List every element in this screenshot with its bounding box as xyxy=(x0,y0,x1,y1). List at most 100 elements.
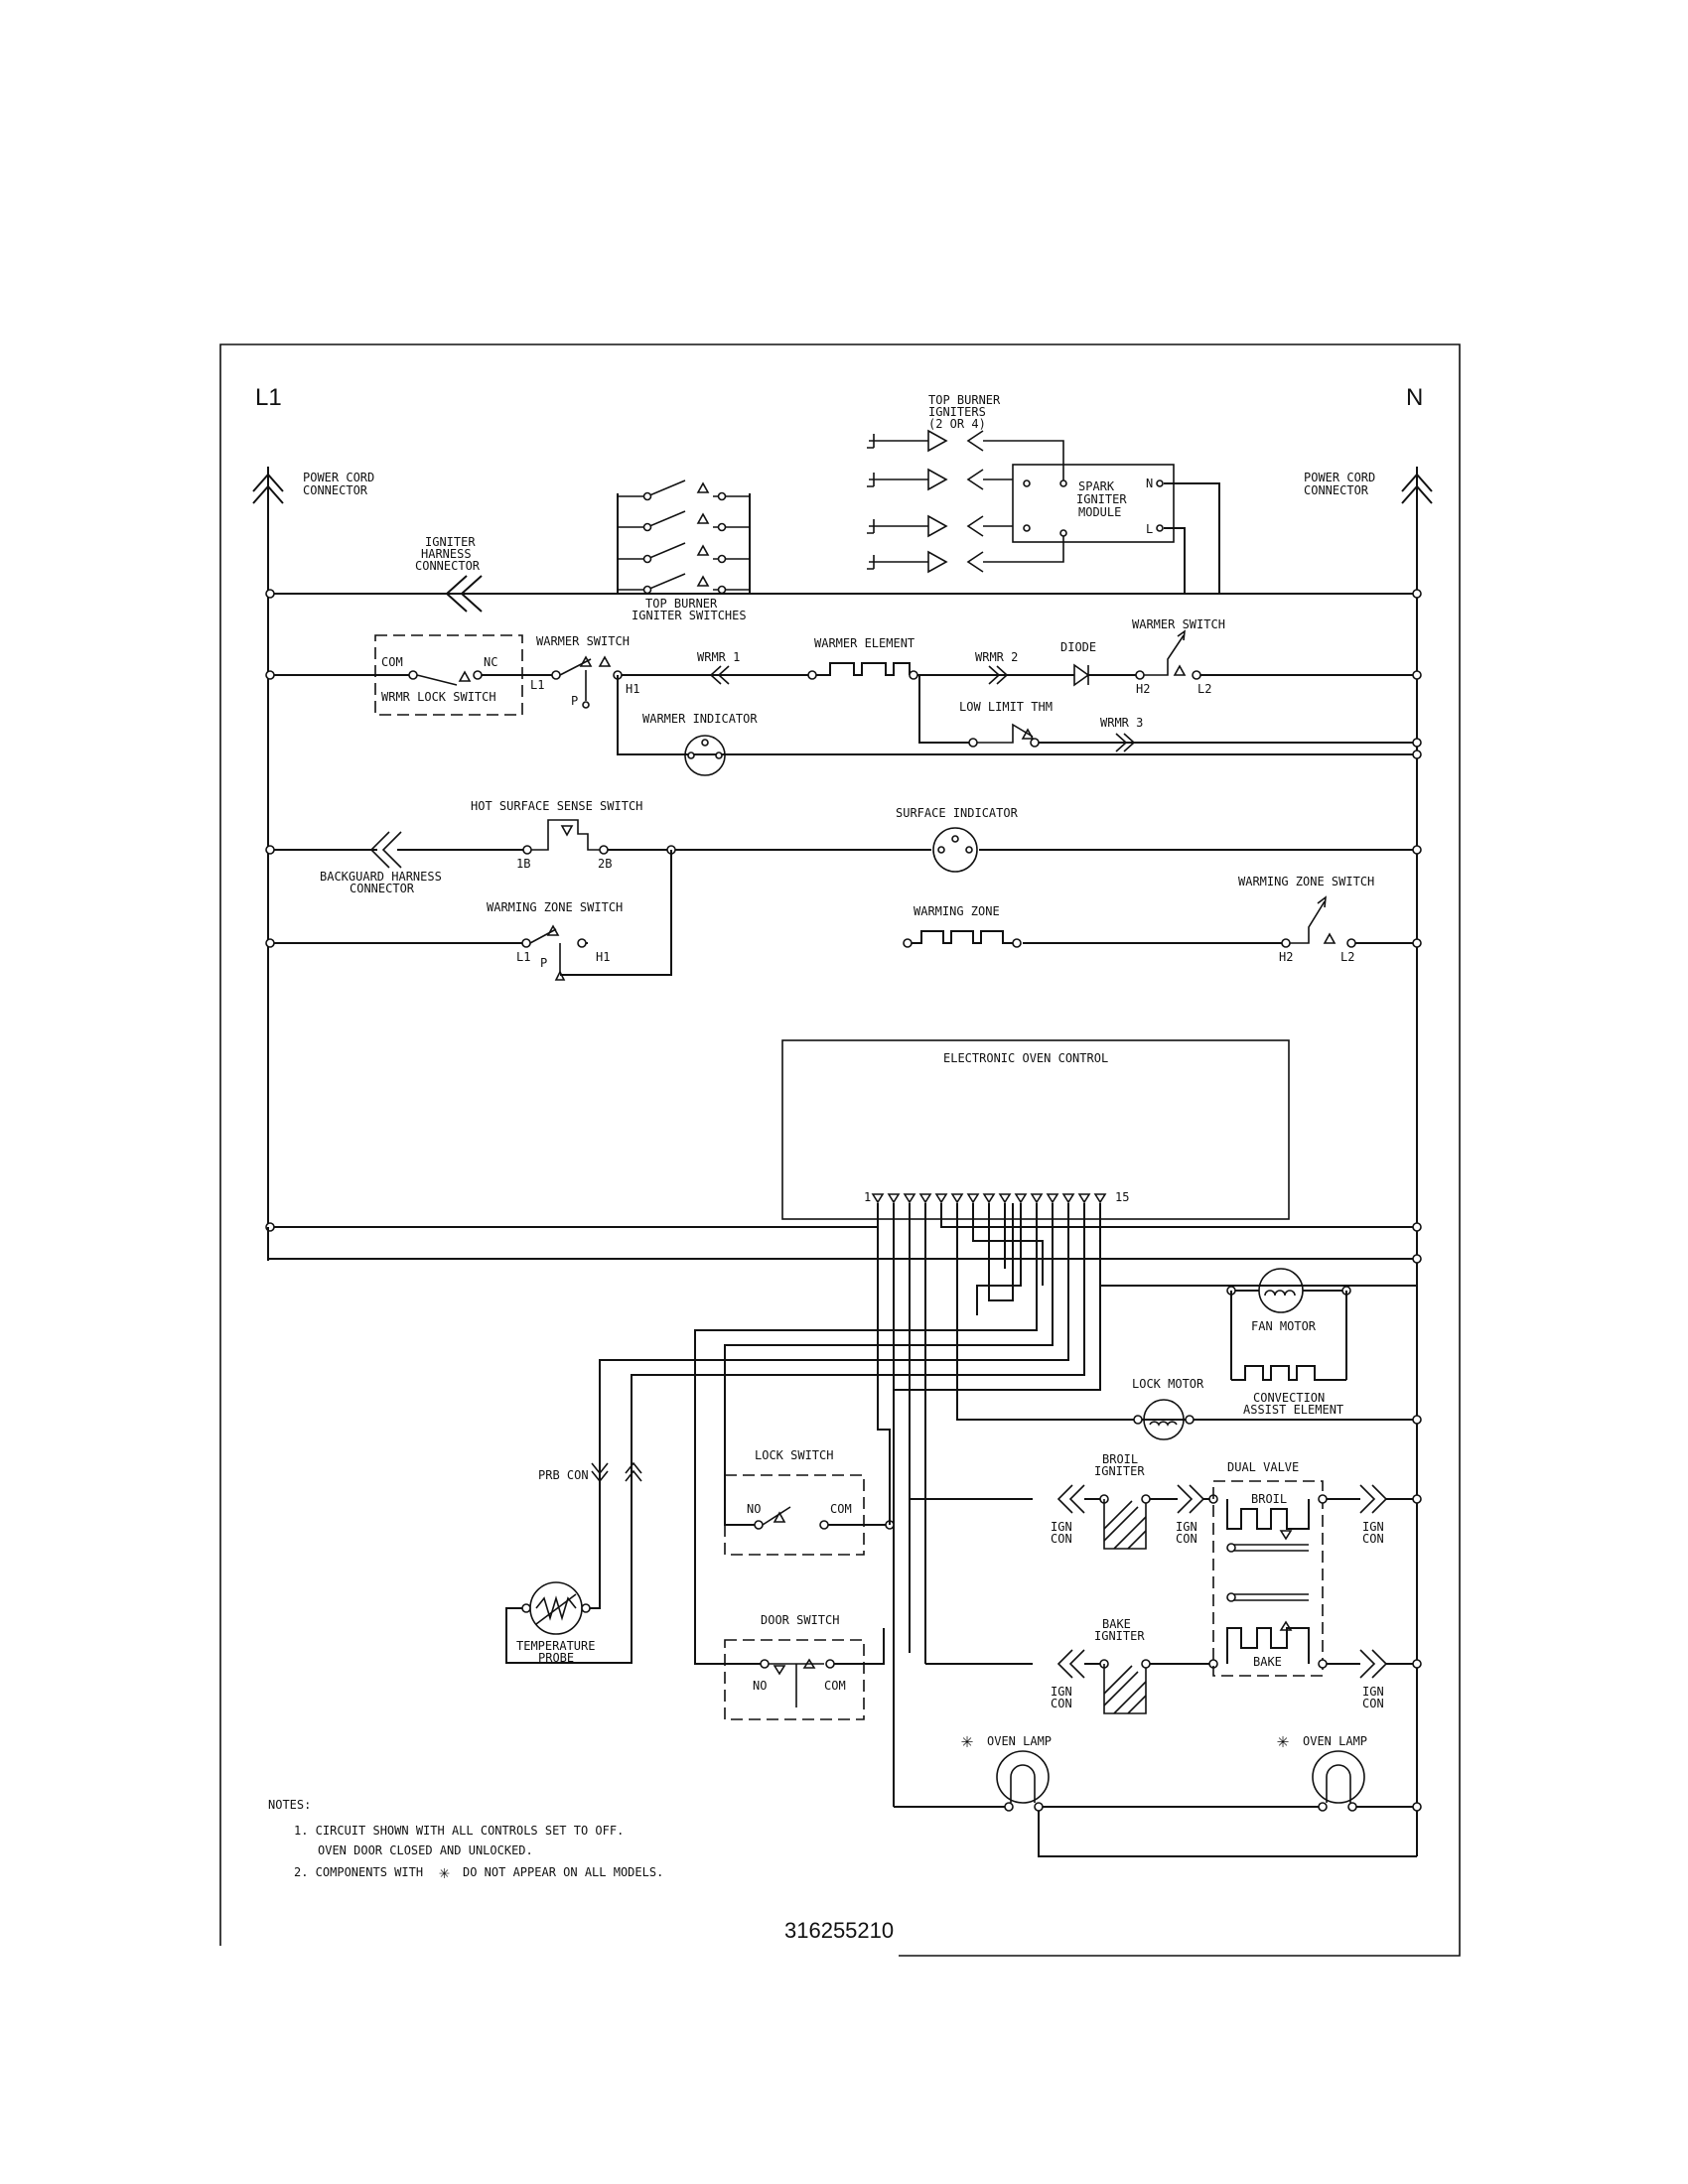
low-limit-label: LOW LIMIT THM xyxy=(959,700,1053,714)
bake-ign-con-right: IGN xyxy=(1362,1685,1384,1699)
note-2b: DO NOT APPEAR ON ALL MODELS. xyxy=(463,1865,663,1879)
lock-switch-no-label: NO xyxy=(747,1502,761,1516)
bake-igniter-label: BAKE xyxy=(1102,1617,1131,1631)
lock-motor-label: LOCK MOTOR xyxy=(1132,1377,1204,1391)
top-burner-switches-label-2: IGNITER SWITCHES xyxy=(632,609,747,622)
warming-zone-switch-left-label: WARMING ZONE SWITCH xyxy=(487,900,623,914)
warming-zone-switch-left xyxy=(521,850,672,981)
bake-ign-con-left-2: CON xyxy=(1051,1697,1072,1710)
backguard-label-2: CONNECTOR xyxy=(350,882,415,895)
power-cord-left-label-2: CONNECTOR xyxy=(303,483,368,497)
wrmr1-label: WRMR 1 xyxy=(697,650,740,664)
notes: NOTES: 1. CIRCUIT SHOWN WITH ALL CONTROL… xyxy=(268,1798,663,1883)
warmer-indicator-label: WARMER INDICATOR xyxy=(642,712,758,726)
door-switch-com-label: COM xyxy=(824,1679,846,1693)
convection-label-2: ASSIST ELEMENT xyxy=(1243,1403,1343,1417)
surface-indicator xyxy=(932,827,978,873)
lock-switch xyxy=(724,1203,895,1556)
power-cord-left-label: POWER CORD xyxy=(303,471,374,484)
wrmr-lock-switch-label: WRMR LOCK SWITCH xyxy=(381,690,496,704)
surface-indicator-label: SURFACE INDICATOR xyxy=(896,806,1019,820)
wrmr2-label: WRMR 2 xyxy=(975,650,1018,664)
hot-surface-sense-switch xyxy=(522,819,609,855)
broil-igniter-label-2: IGNITER xyxy=(1094,1464,1145,1478)
nc-label: NC xyxy=(484,655,497,669)
broil-label: BROIL xyxy=(1251,1492,1287,1506)
warmer-indicator xyxy=(684,735,726,776)
oven-lamp-right-label: OVEN LAMP xyxy=(1303,1734,1367,1748)
bake-label: BAKE xyxy=(1253,1655,1282,1669)
wrmr-lock-switch xyxy=(374,634,523,716)
convection-label: CONVECTION xyxy=(1253,1391,1325,1405)
hot-surface-2b-label: 2B xyxy=(598,857,612,871)
warmer-switch-right xyxy=(1135,629,1201,680)
convection-element xyxy=(1231,1365,1346,1381)
spark-n-label: N xyxy=(1146,477,1153,490)
warming-zone xyxy=(903,930,1022,948)
warmer-switch-right-label: WARMER SWITCH xyxy=(1132,617,1225,631)
diode-label: DIODE xyxy=(1060,640,1096,654)
oven-lamp-right-asterisk: ✳ xyxy=(1277,1728,1289,1752)
bake-ign-con-right-2: CON xyxy=(1362,1697,1384,1710)
warmer-switch-right-h2-label: H2 xyxy=(1136,682,1150,696)
broil-ign-con-mid-2: CON xyxy=(1176,1532,1197,1546)
eoc-label: ELECTRONIC OVEN CONTROL xyxy=(943,1051,1108,1065)
warmer-element-label: WARMER ELEMENT xyxy=(814,636,914,650)
top-burner-switches-label: TOP BURNER xyxy=(645,597,718,611)
power-cord-right-label: POWER CORD xyxy=(1304,471,1375,484)
bake-igniter xyxy=(924,1489,1218,1714)
lock-switch-label: LOCK SWITCH xyxy=(755,1448,833,1462)
bake-igniter-label-2: IGNITER xyxy=(1094,1629,1145,1643)
igniter-harness-label: IGNITER xyxy=(425,535,476,549)
wrmr1-connector xyxy=(709,665,730,685)
lock-switch-com-label: COM xyxy=(830,1502,852,1516)
hot-surface-label: HOT SURFACE SENSE SWITCH xyxy=(471,799,642,813)
surface-row xyxy=(265,831,1422,869)
broil-ign-con-right: IGN xyxy=(1362,1520,1384,1534)
warming-zone-label: WARMING ZONE xyxy=(914,904,1000,918)
electronic-oven-control xyxy=(781,1039,1290,1220)
fan-motor xyxy=(1226,1268,1351,1380)
warmer-switch-p-label: P xyxy=(571,694,578,708)
spark-module-label-2: IGNITER xyxy=(1076,492,1127,506)
notes-title: NOTES: xyxy=(268,1798,311,1812)
broil-ign-con-mid: IGN xyxy=(1176,1520,1197,1534)
warmer-switch-h1-label: H1 xyxy=(626,682,639,696)
ign-con-right xyxy=(1359,1484,1422,1679)
prb-con-label: PRB CON xyxy=(538,1468,589,1482)
oven-lamp-left-label: OVEN LAMP xyxy=(987,1734,1052,1748)
bake-ign-con-left: IGN xyxy=(1051,1685,1072,1699)
warmer-switch-right-l2-label: L2 xyxy=(1197,682,1211,696)
rail-l1 xyxy=(252,467,284,1261)
rail-n xyxy=(1401,467,1433,1856)
door-switch-label: DOOR SWITCH xyxy=(761,1613,839,1627)
eoc-pin-first-label: 1 xyxy=(864,1190,871,1204)
temp-probe-label: TEMPERATURE xyxy=(516,1639,595,1653)
low-limit-thm xyxy=(919,723,1422,748)
prb-con xyxy=(591,1360,642,1603)
com-label: COM xyxy=(381,655,403,669)
eoc-pin-last-label: 15 xyxy=(1115,1190,1129,1204)
temperature-probe xyxy=(505,1375,633,1664)
broil-igniter xyxy=(910,1484,1218,1550)
rail-l1-label: L1 xyxy=(255,384,282,411)
warmer-switch xyxy=(551,655,1422,759)
warming-zone-switch-left-h1-label: H1 xyxy=(596,950,610,964)
hot-surface-1b-label: 1B xyxy=(516,857,530,871)
broil-ign-con-left: IGN xyxy=(1051,1520,1072,1534)
oven-lamp-left-asterisk: ✳ xyxy=(961,1728,973,1752)
eoc-terminals xyxy=(871,1193,1107,1204)
warmer-switch-l1-label: L1 xyxy=(530,678,544,692)
wrmr3-label: WRMR 3 xyxy=(1100,716,1143,730)
broil-ign-con-left-2: CON xyxy=(1051,1532,1072,1546)
warmer-switch-label: WARMER SWITCH xyxy=(536,634,630,648)
igniter-harness-label-3: CONNECTOR xyxy=(415,559,481,573)
top-burner-igniters xyxy=(867,429,1064,574)
note-1b: OVEN DOOR CLOSED AND UNLOCKED. xyxy=(318,1843,533,1857)
diode xyxy=(1073,663,1140,687)
broil-igniter-label: BROIL xyxy=(1102,1452,1138,1466)
dual-valve xyxy=(1212,1480,1360,1677)
temp-probe-label-2: PROBE xyxy=(538,1651,574,1665)
door-switch xyxy=(694,1628,885,1720)
